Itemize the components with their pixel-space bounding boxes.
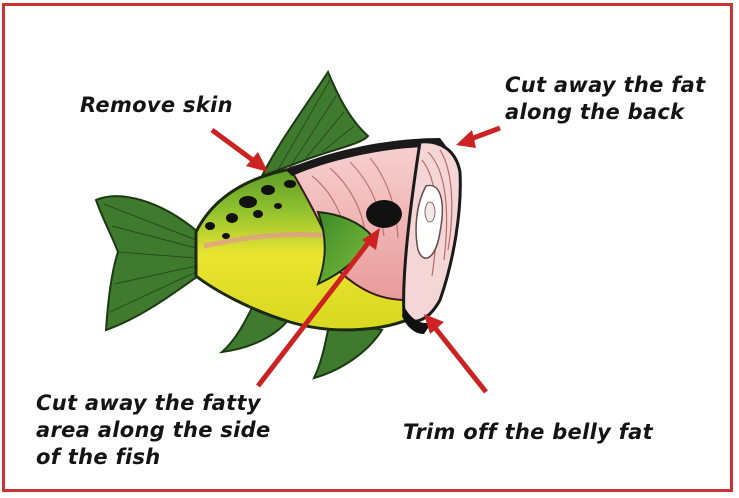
tail-fin bbox=[96, 196, 198, 330]
body-cavity bbox=[366, 200, 402, 228]
label-belly-fat: Trim off the belly fat bbox=[403, 419, 653, 446]
label-side-fat: Cut away the fatty area along the side o… bbox=[36, 390, 271, 471]
label-back-fat: Cut away the fat along the back bbox=[505, 72, 706, 126]
label-remove-skin: Remove skin bbox=[80, 92, 233, 119]
